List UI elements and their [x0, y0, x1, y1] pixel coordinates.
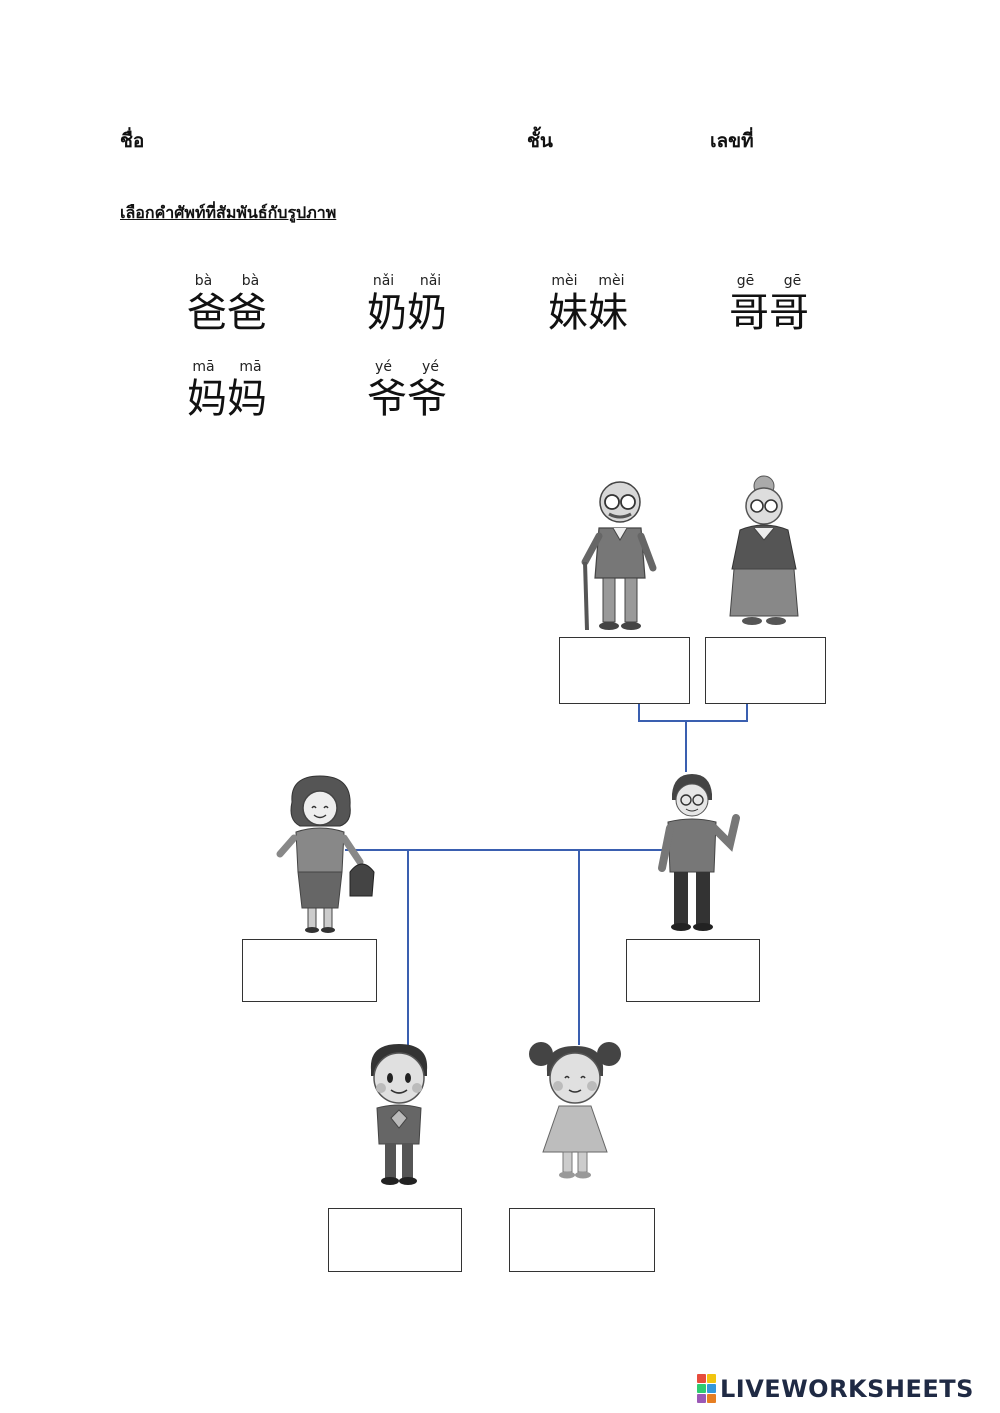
grandparents-connector [638, 703, 748, 722]
word-mama[interactable]: mā mā 妈妈 [172, 358, 282, 422]
liveworksheets-logo-icon [697, 1374, 716, 1403]
hanzi: 妹妹 [548, 290, 628, 336]
hanzi: 哥哥 [729, 290, 809, 336]
number-label: เลขที่ [710, 130, 754, 152]
pinyin: mèi [598, 273, 625, 289]
class-label: ชั้น [527, 130, 553, 152]
word-gege[interactable]: gē gē 哥哥 [714, 272, 824, 336]
liveworksheets-brand: LIVEWORKSHEETS [697, 1374, 974, 1403]
brand-name: LIVEWORKSHEETS [720, 1374, 974, 1403]
word-yeye[interactable]: yé yé 爷爷 [352, 358, 462, 422]
pinyin: yé [422, 359, 439, 375]
hanzi: 爷爷 [367, 376, 447, 422]
word-baba[interactable]: bà bà 爸爸 [172, 272, 282, 336]
word-nainai[interactable]: nǎi nǎi 奶奶 [352, 272, 462, 336]
answer-box-mother[interactable] [242, 939, 377, 1002]
name-label: ชื่อ [120, 130, 145, 152]
mother-illustration [276, 775, 375, 933]
grandmother-illustration [729, 475, 799, 625]
pinyin: gē [783, 273, 802, 289]
grandfather-illustration [581, 481, 657, 631]
hanzi: 妈妈 [187, 376, 267, 422]
answer-box-father[interactable] [626, 939, 760, 1002]
answer-box-brother[interactable] [328, 1208, 462, 1272]
answer-box-grandmother[interactable] [705, 637, 826, 704]
answer-box-sister[interactable] [509, 1208, 655, 1272]
hanzi: 奶奶 [367, 290, 447, 336]
sister-illustration [529, 1042, 621, 1179]
pinyin: yé [375, 359, 392, 375]
pinyin: mā [239, 359, 262, 375]
pinyin: bà [241, 273, 260, 289]
pinyin: nǎi [372, 273, 395, 289]
answer-box-grandfather[interactable] [559, 637, 690, 704]
pinyin: nǎi [419, 273, 442, 289]
brother-illustration [370, 1044, 428, 1185]
pinyin: gē [736, 273, 755, 289]
instruction-text: เลือกคำศัพท์ที่สัมพันธ์กับรูปภาพ [120, 203, 337, 222]
hanzi: 爸爸 [187, 290, 267, 336]
father-illustration [658, 774, 740, 931]
pinyin: mèi [551, 273, 578, 289]
pinyin: bà [194, 273, 213, 289]
pinyin: mā [192, 359, 215, 375]
word-meimei[interactable]: mèi mèi 妹妹 [533, 272, 643, 336]
